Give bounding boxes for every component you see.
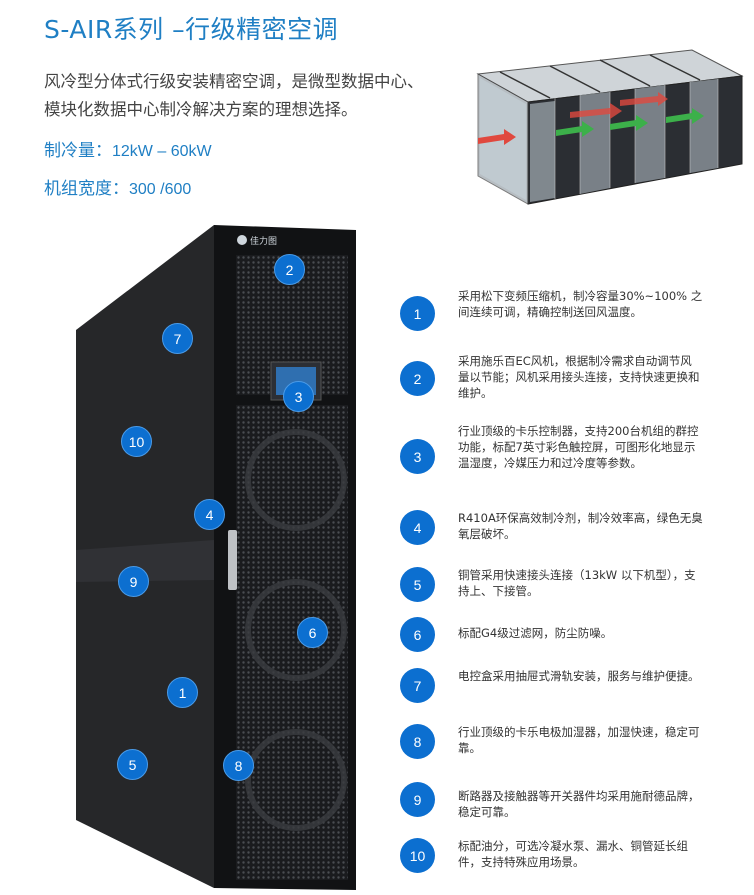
feature-number-badge: 4 (400, 510, 435, 545)
feature-number-badge: 7 (400, 668, 435, 703)
feature-number-badge: 6 (400, 617, 435, 652)
marker-2: 2 (274, 254, 305, 285)
marker-4: 4 (194, 499, 225, 530)
feature-number-badge: 3 (400, 439, 435, 474)
marker-6: 6 (297, 617, 328, 648)
intro-line-2: 模块化数据中心制冷解决方案的理想选择。 (44, 100, 358, 119)
spec-label: 机组宽度： (44, 179, 129, 199)
feature-text: 电控盒采用抽屉式滑轨安装，服务与维护便捷。 (458, 669, 700, 683)
spec-label: 制冷量： (44, 141, 112, 161)
spec-cooling-capacity: 制冷量：12kW – 60kW (44, 136, 212, 161)
marker-8: 8 (223, 750, 254, 781)
brand-logo-text: 佳力图 (250, 235, 277, 247)
feature-text: 标配G4级过滤网，防尘防噪。 (458, 626, 613, 640)
feature-text: 采用施乐百EC风机，根据制冷需求自动调节风量以节能；风机采用接头连接，支持快速更… (458, 354, 700, 400)
marker-1: 1 (167, 677, 198, 708)
marker-3: 3 (283, 381, 314, 412)
intro-line-1: 风冷型分体式行级安装精密空调，是微型数据中心、 (44, 72, 424, 91)
feature-number-badge: 10 (400, 838, 435, 873)
feature-number-badge: 2 (400, 361, 435, 396)
marker-10: 10 (121, 426, 152, 457)
feature-text: 行业顶级的卡乐控制器，支持200台机组的群控功能，标配7英寸彩色触控屏，可图形化… (458, 424, 699, 470)
feature-text: 标配油分，可选冷凝水泵、漏水、铜管延长组件，支持特殊应用场景。 (458, 839, 688, 869)
marker-5: 5 (117, 749, 148, 780)
rack-row-illustration (476, 49, 744, 205)
precision-ac-cabinet-illustration: 佳力图 (76, 225, 356, 890)
feature-number-badge: 5 (400, 567, 435, 602)
feature-text: 采用松下变频压缩机，制冷容量30%~100% 之间连续可调，精确控制送回风温度。 (458, 289, 703, 319)
spec-value: 300 /600 (129, 181, 192, 198)
feature-number-badge: 1 (400, 296, 435, 331)
feature-text: 铜管采用快速接头连接（13kW 以下机型），支持上、下接管。 (458, 568, 696, 598)
intro-text: 风冷型分体式行级安装精密空调，是微型数据中心、 模块化数据中心制冷解决方案的理想… (44, 68, 484, 124)
marker-7: 7 (162, 323, 193, 354)
feature-number-badge: 9 (400, 782, 435, 817)
feature-text: 行业顶级的卡乐电极加湿器，加湿快速，稳定可靠。 (458, 725, 700, 755)
feature-text: R410A环保高效制冷剂，制冷效率高，绿色无臭氧层破坏。 (458, 511, 703, 541)
feature-number-badge: 8 (400, 724, 435, 759)
page-title: S-AIR系列 –行级精密空调 (44, 15, 339, 44)
spec-value: 12kW – 60kW (112, 143, 212, 160)
marker-9: 9 (118, 566, 149, 597)
spec-unit-width: 机组宽度：300 /600 (44, 174, 191, 199)
feature-text: 断路器及接触器等开关器件均采用施耐德品牌，稳定可靠。 (458, 789, 700, 819)
